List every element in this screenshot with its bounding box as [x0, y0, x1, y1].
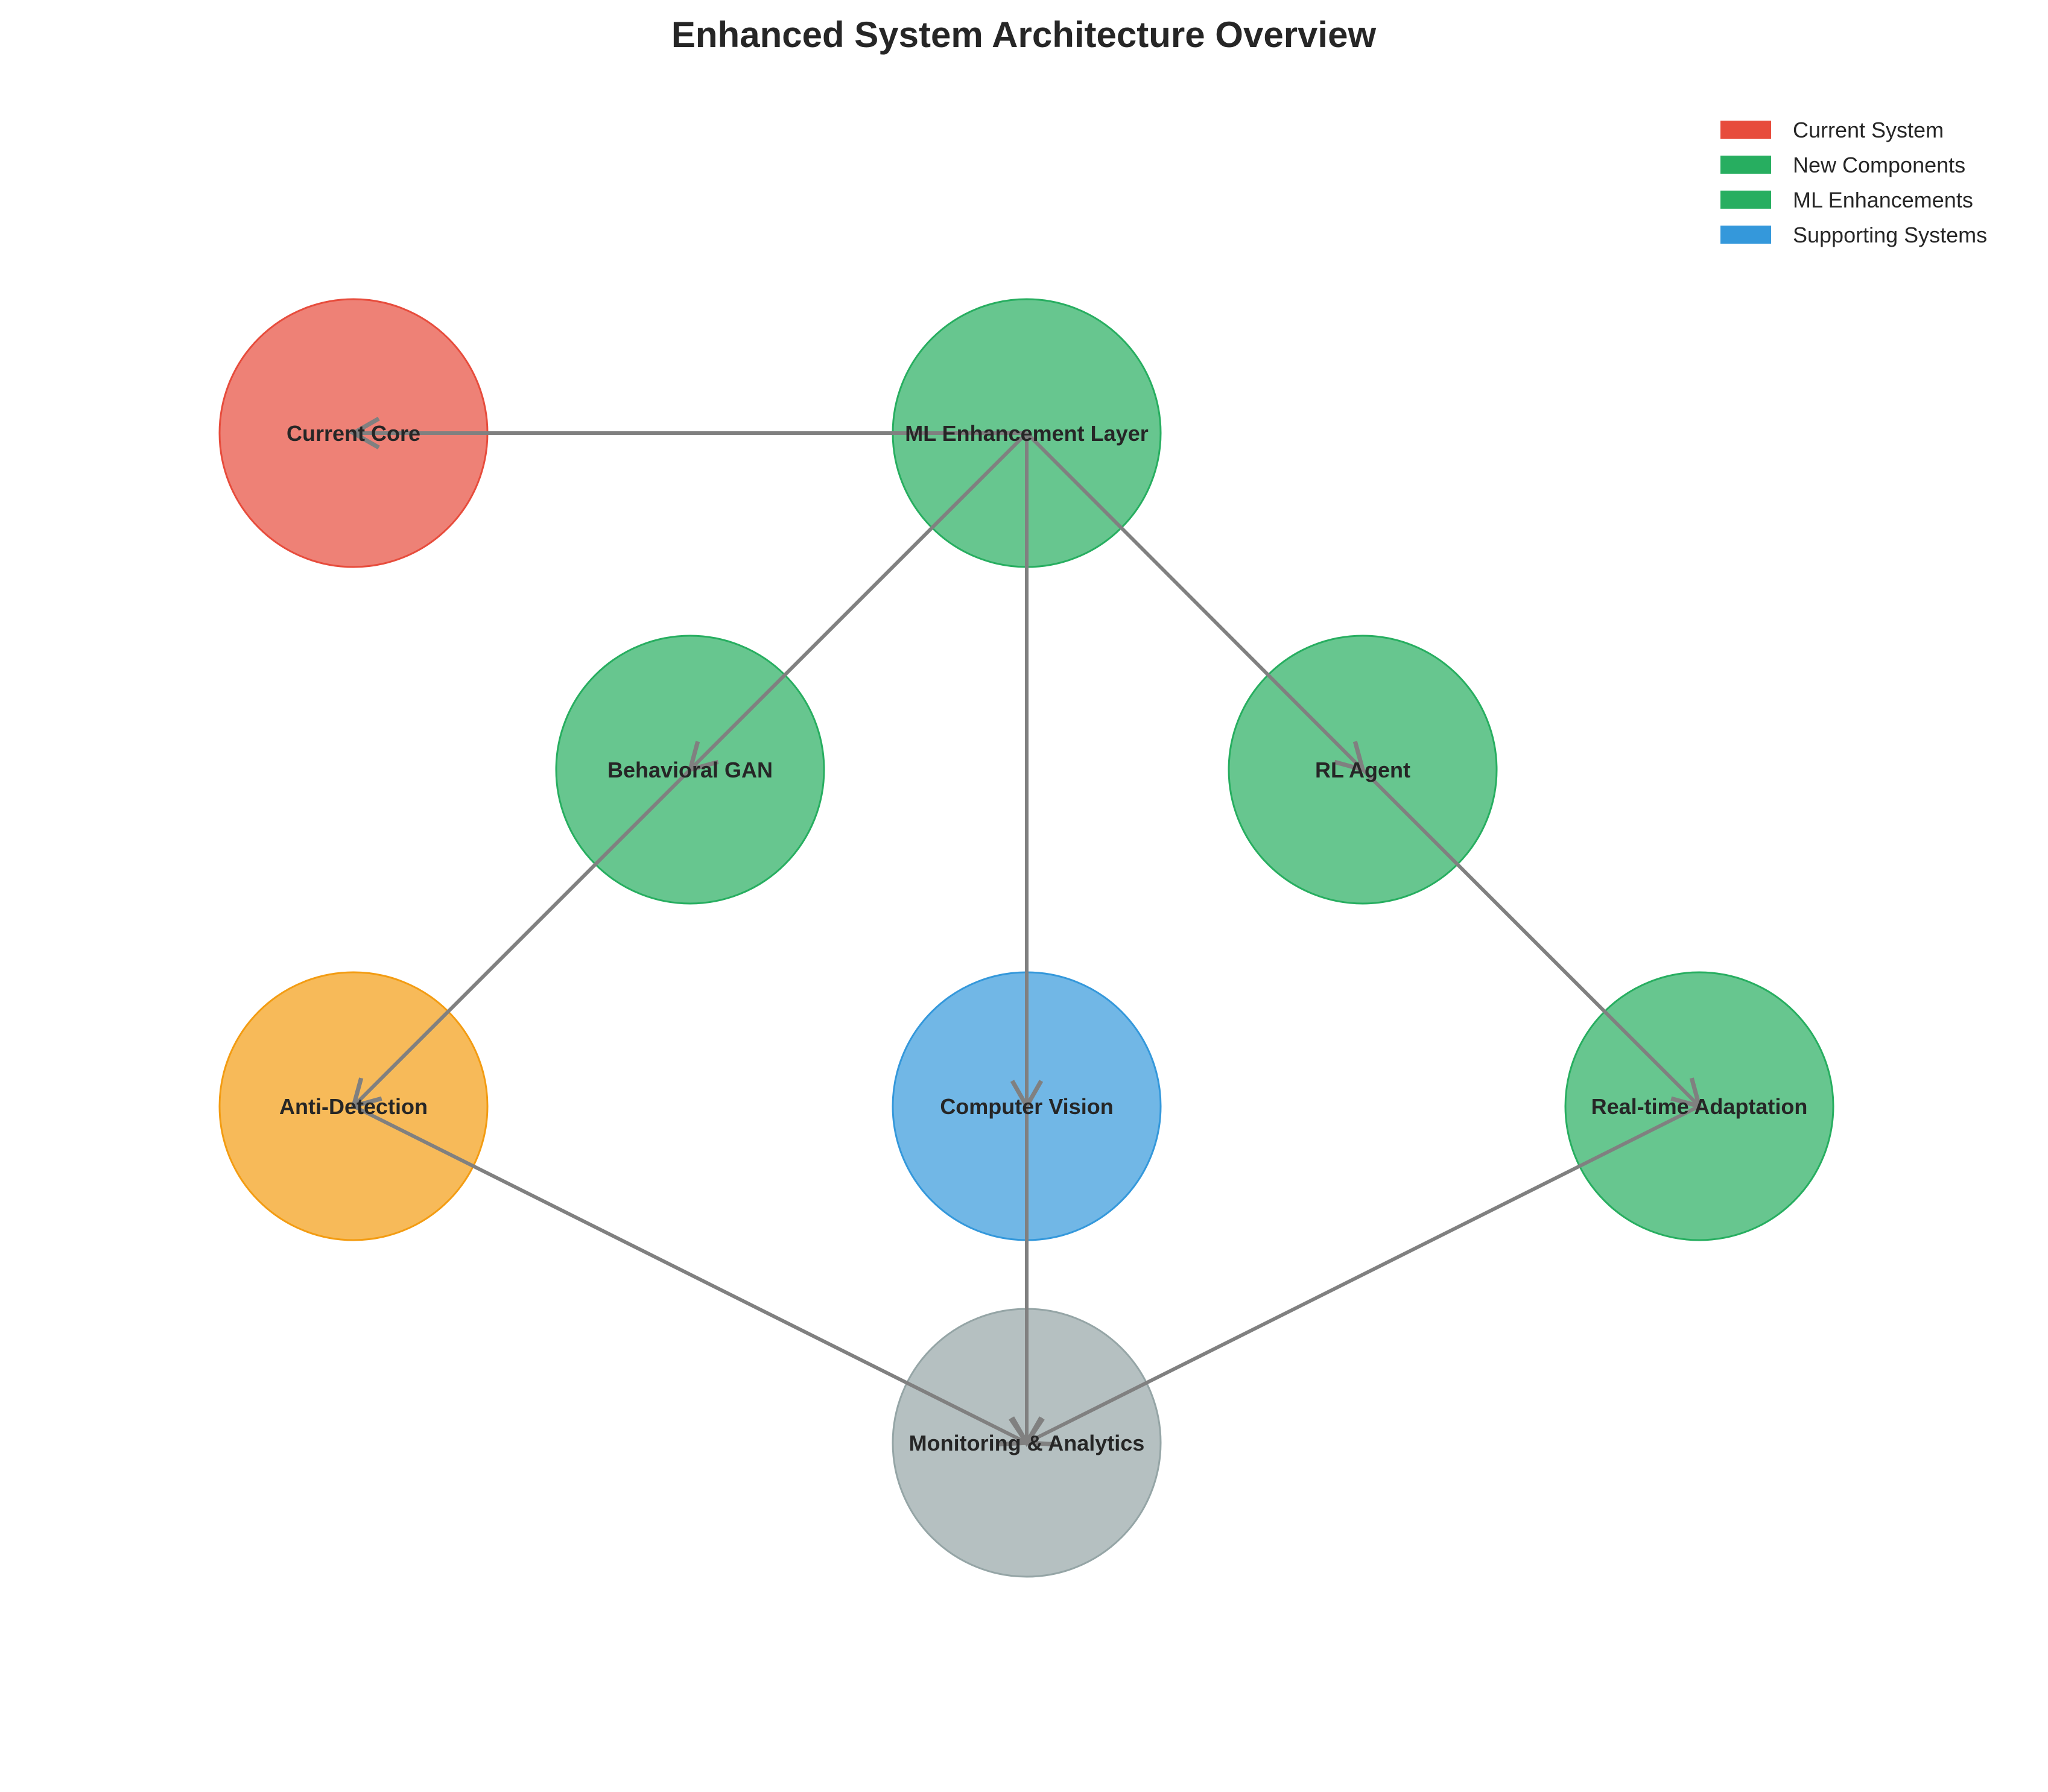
legend-swatch — [1720, 226, 1771, 244]
legend-label: Current System — [1793, 118, 1944, 142]
edge-realtime-adaptation-to-monitoring — [1022, 1104, 1701, 1447]
legend-label: ML Enhancements — [1793, 188, 1973, 212]
node-label-anti-detection: Anti-Detection — [279, 1094, 428, 1119]
node-label-monitoring: Monitoring & Analytics — [909, 1431, 1145, 1455]
edge-anti-detection-to-monitoring — [352, 1104, 1031, 1447]
edge-behavioral-gan-to-anti-detection — [350, 768, 692, 1110]
node-label-realtime-adaptation: Real-time Adaptation — [1591, 1094, 1808, 1119]
labels-layer: Current Core ML Enhancement LayerBehavior… — [279, 421, 1807, 1455]
legend-swatch — [1720, 121, 1771, 139]
edge-ml-layer-to-behavioral-gan — [686, 431, 1029, 773]
node-label-computer-vision: Computer Vision — [940, 1094, 1113, 1119]
edges-layer — [349, 416, 1703, 1448]
node-label-behavioral-gan: Behavioral GAN — [607, 758, 773, 782]
node-label-current-core: Current Core — [287, 421, 420, 446]
legend-swatch — [1720, 191, 1771, 209]
legend-label: Supporting Systems — [1793, 223, 1987, 247]
legend-label: New Components — [1793, 153, 1965, 177]
diagram-title: Enhanced System Architecture Overview — [671, 14, 1377, 55]
legend-swatch — [1720, 156, 1771, 174]
edge-rl-agent-to-realtime-adaptation — [1361, 768, 1703, 1110]
edge-ml-layer-to-rl-agent — [1025, 431, 1366, 773]
node-label-ml-layer: ML Enhancement Layer — [905, 421, 1148, 446]
node-label-rl-agent: RL Agent — [1315, 758, 1410, 782]
